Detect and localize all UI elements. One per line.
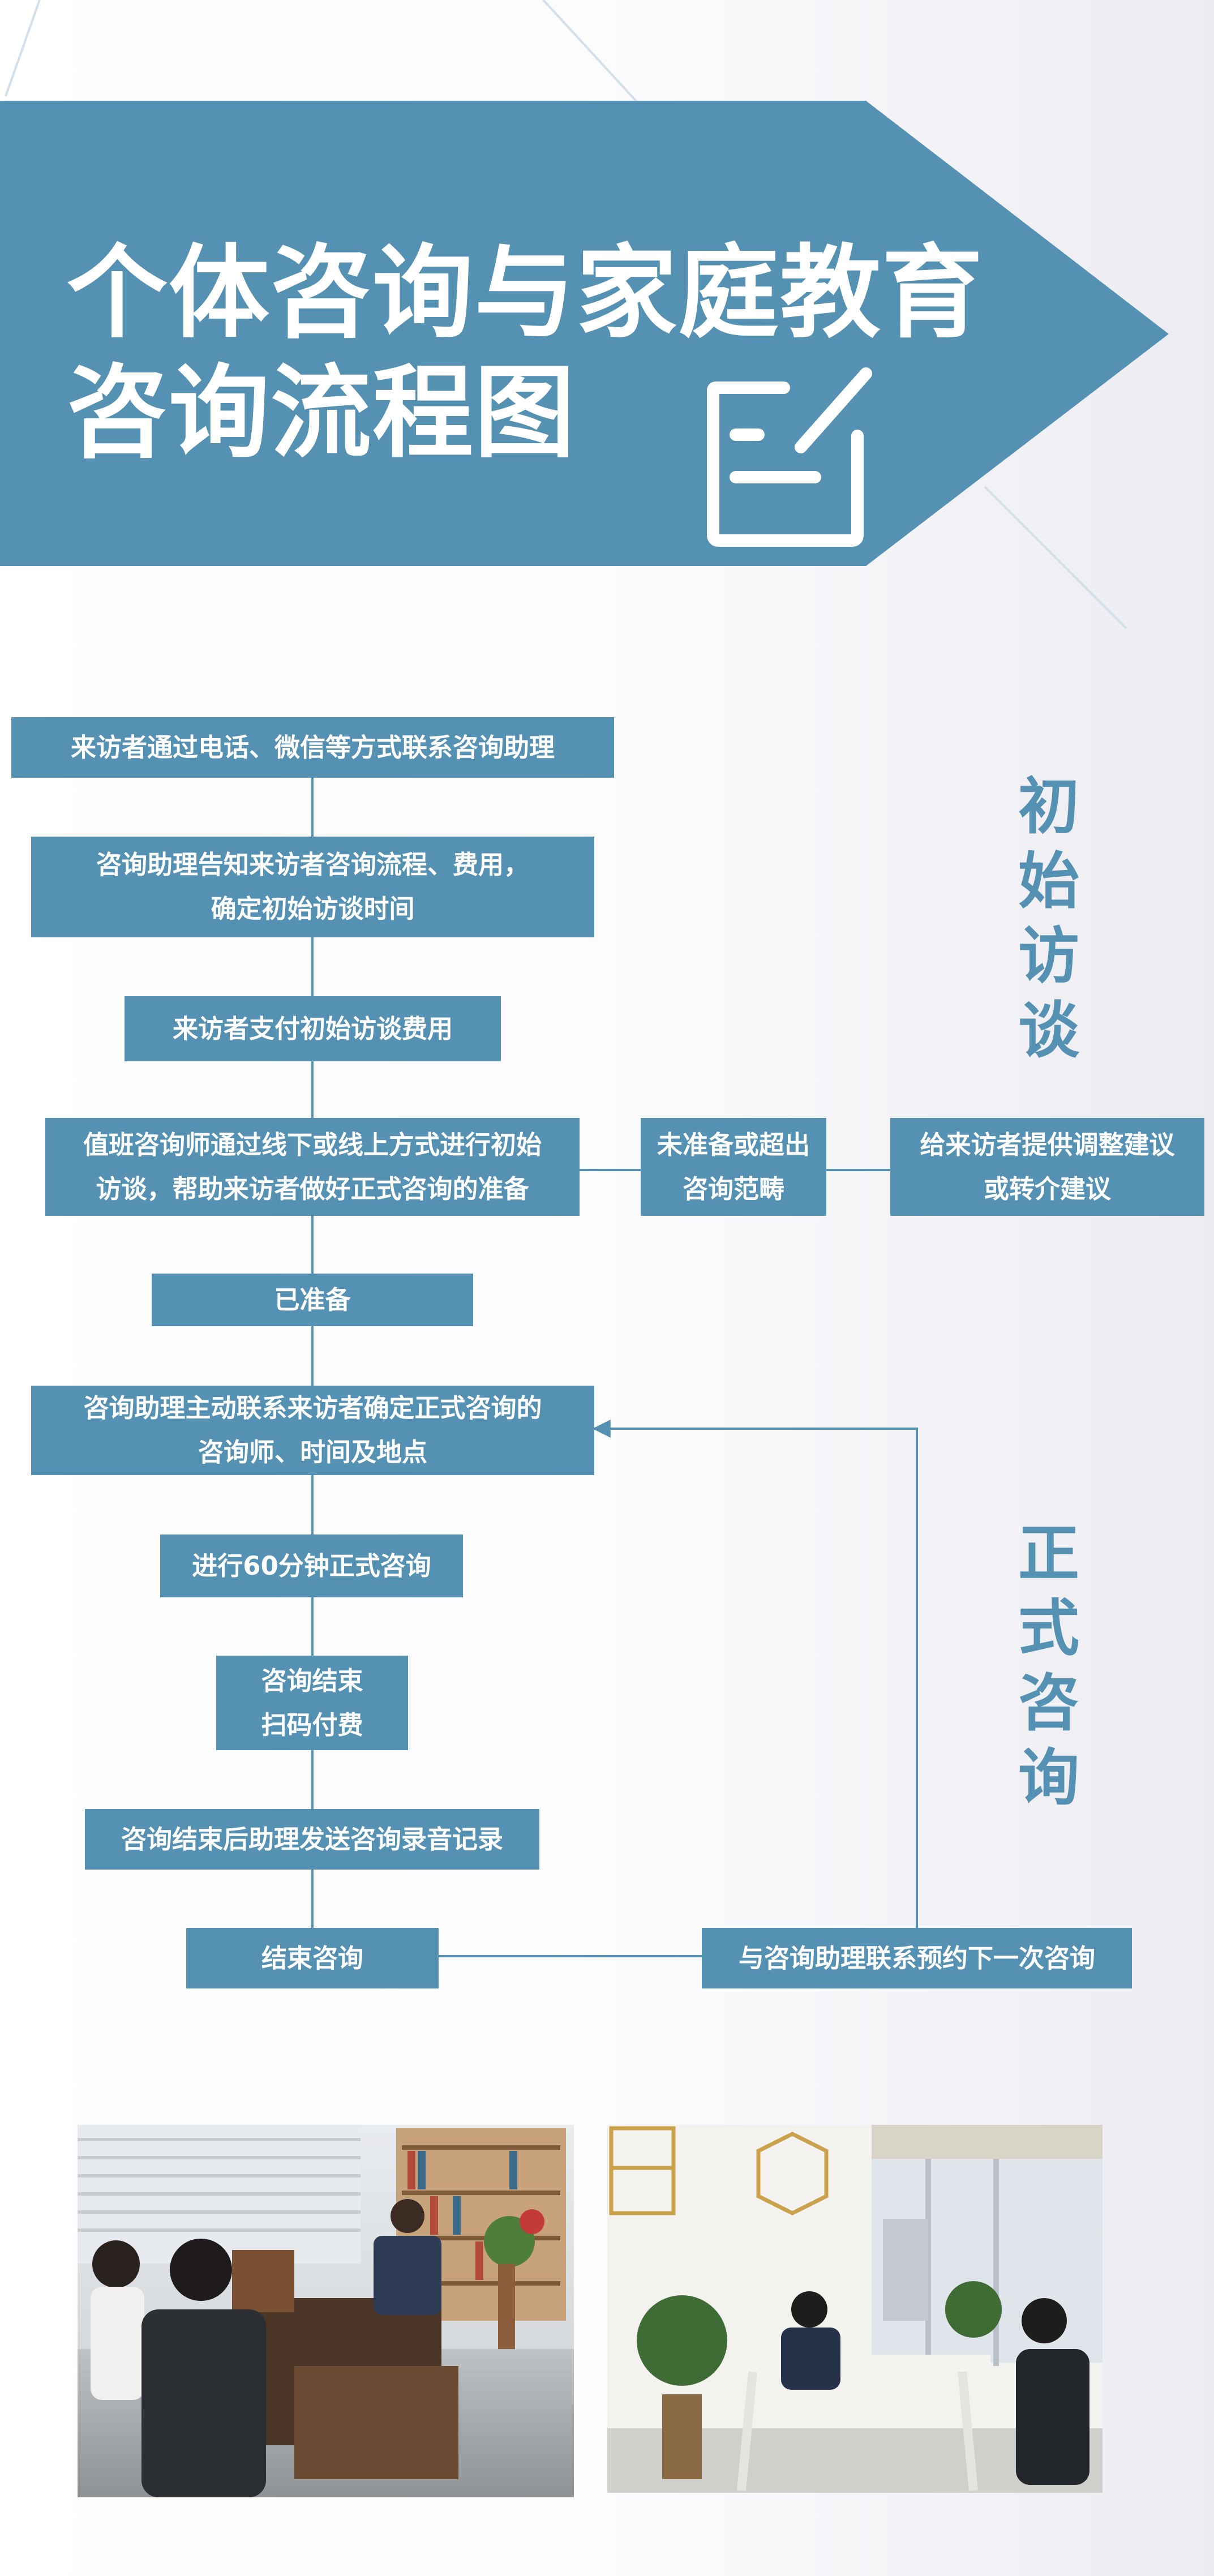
section-label-formal: 正 式 咨 询 <box>1018 1519 1079 1814</box>
step-book-next: 与咨询助理联系预约下一次咨询 <box>702 1928 1132 1988</box>
step-send-record: 咨询结束后助理发送咨询录音记录 <box>85 1809 539 1870</box>
step-inform-process: 咨询助理告知来访者咨询流程、费用， 确定初始访谈时间 <box>31 837 594 937</box>
step-end-consultation: 结束咨询 <box>186 1928 439 1988</box>
step-formal-session: 进行60分钟正式咨询 <box>160 1535 463 1597</box>
step-end-pay-scan: 咨询结束 扫码付费 <box>216 1656 408 1750</box>
step-pay-initial: 来访者支付初始访谈费用 <box>125 996 501 1061</box>
consultation-room-photo <box>607 2125 1103 2493</box>
step-contact-assistant: 来访者通过电话、微信等方式联系咨询助理 <box>11 717 614 778</box>
title-line-1: 个体咨询与家庭教育 <box>67 234 984 352</box>
step-initial-interview: 值班咨询师通过线下或线上方式进行初始 访谈，帮助来访者做好正式咨询的准备 <box>45 1118 580 1216</box>
title-line-2: 咨询流程图 <box>67 354 576 472</box>
edit-note-icon <box>707 367 872 547</box>
step-referral: 给来访者提供调整建议 或转介建议 <box>890 1118 1204 1216</box>
consultation-office-photo <box>78 2125 574 2497</box>
flow-connectors <box>311 778 918 1957</box>
step-not-ready: 未准备或超出 咨询范畴 <box>641 1118 826 1216</box>
title-banner <box>0 101 1169 566</box>
section-label-initial: 初 始 访 谈 <box>1018 771 1079 1066</box>
step-arrange-formal: 咨询助理主动联系来访者确定正式咨询的 咨询师、时间及地点 <box>31 1386 594 1475</box>
step-ready: 已准备 <box>152 1274 473 1326</box>
decorative-lines <box>5 0 1127 629</box>
